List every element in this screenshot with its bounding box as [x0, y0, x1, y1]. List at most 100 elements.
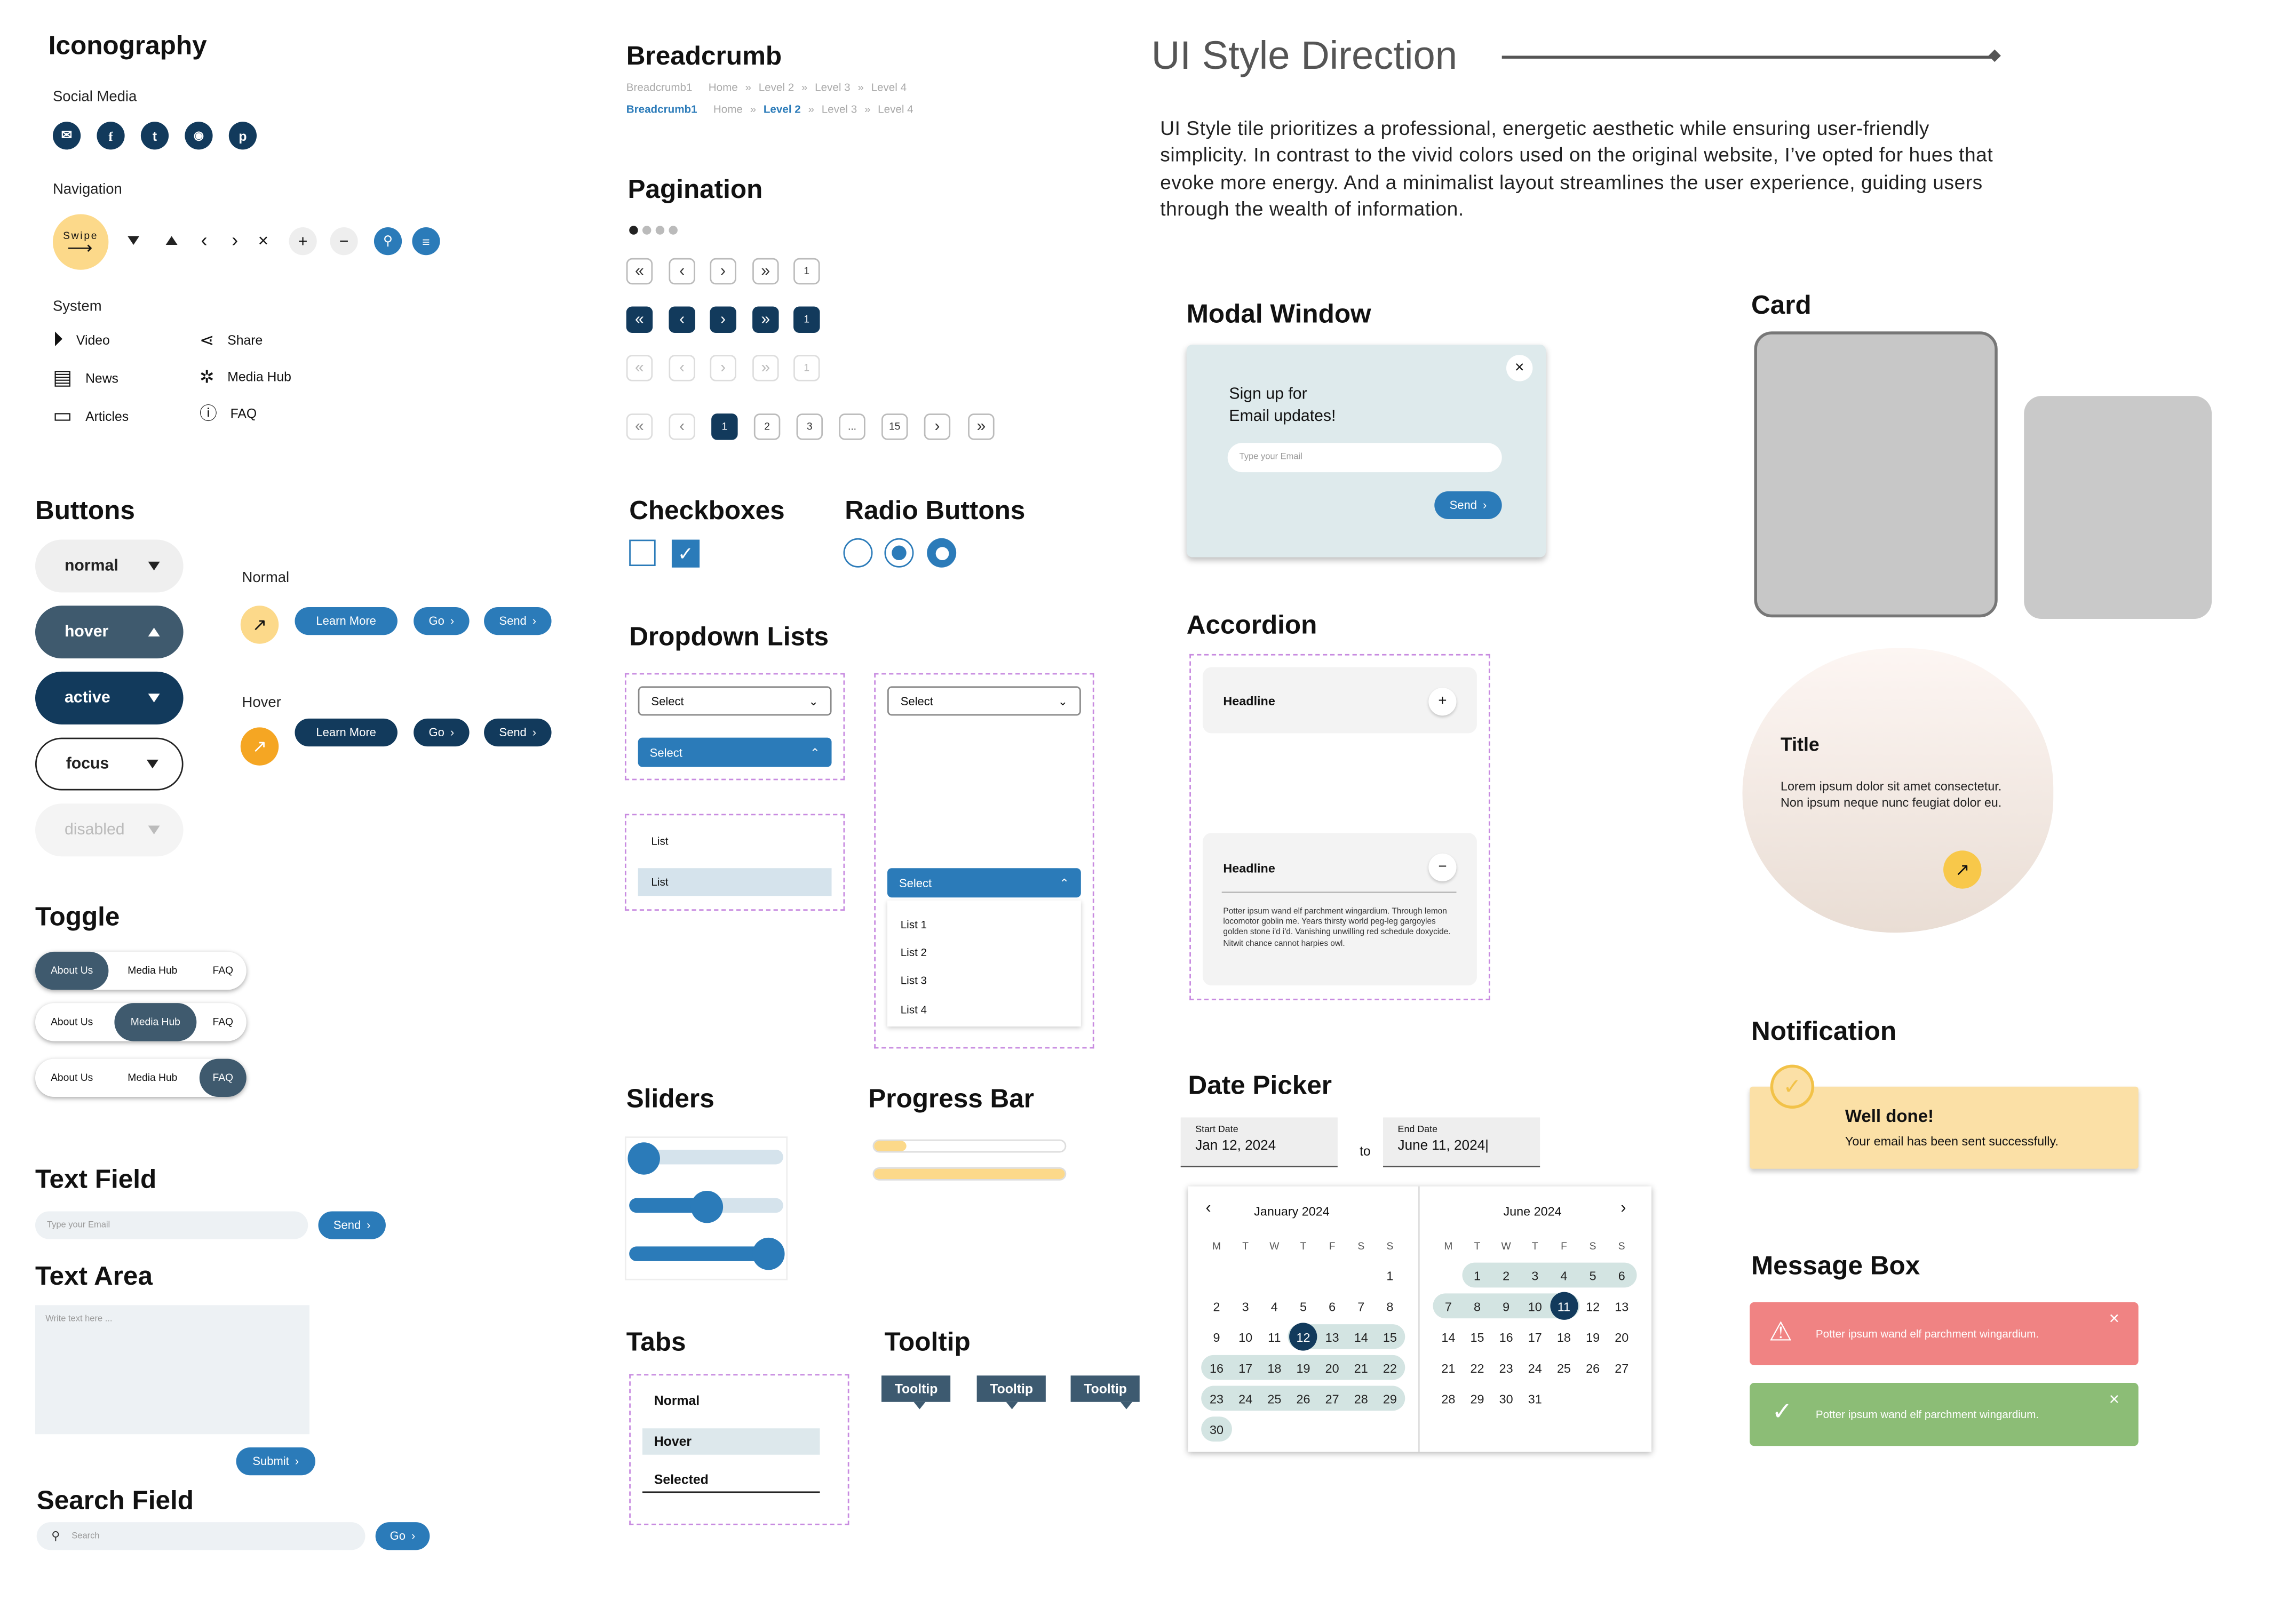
- chevron-left-icon[interactable]: ‹: [201, 228, 208, 251]
- email-field[interactable]: Type your Email: [1227, 443, 1502, 473]
- go-button-hover[interactable]: Go›: [414, 718, 470, 747]
- calendar-day[interactable]: 16: [1499, 1329, 1513, 1344]
- calendar-day[interactable]: 3: [1242, 1298, 1249, 1313]
- calendar-day[interactable]: 30: [1210, 1421, 1224, 1437]
- calendar-day[interactable]: 23: [1499, 1360, 1513, 1375]
- start-date-field[interactable]: Start Date Jan 12, 2024: [1180, 1117, 1338, 1167]
- button-focus[interactable]: focus: [35, 737, 184, 791]
- checkbox-checked[interactable]: ✓: [671, 539, 700, 568]
- swipe-icon[interactable]: Swipe ⟶: [52, 214, 109, 270]
- calendar-day[interactable]: 24: [1528, 1360, 1542, 1375]
- breadcrumb-item[interactable]: Level 4: [871, 81, 907, 94]
- page-number[interactable]: 1: [793, 306, 820, 333]
- caret-down-icon[interactable]: [128, 236, 140, 245]
- toggle-option[interactable]: FAQ: [199, 1058, 247, 1097]
- chevron-right-icon[interactable]: ›: [232, 228, 239, 251]
- send-button[interactable]: Send›: [1434, 491, 1502, 520]
- calendar-day[interactable]: 14: [1441, 1329, 1456, 1344]
- toggle-about[interactable]: About Us Media Hub FAQ: [35, 951, 247, 990]
- calendar-day[interactable]: 4: [1270, 1298, 1278, 1313]
- toggle-option[interactable]: FAQ: [212, 1017, 234, 1028]
- calendar-day[interactable]: 16: [1210, 1360, 1224, 1375]
- calendar-day[interactable]: 30: [1499, 1391, 1513, 1406]
- learn-more-button[interactable]: Learn More: [295, 607, 398, 635]
- calendar-day[interactable]: 28: [1354, 1391, 1368, 1406]
- calendar-day[interactable]: 29: [1470, 1391, 1484, 1406]
- send-button[interactable]: Send›: [318, 1211, 386, 1239]
- plus-icon[interactable]: +: [1428, 688, 1457, 716]
- go-button[interactable]: Go›: [375, 1522, 430, 1550]
- learn-more-button-hover[interactable]: Learn More: [295, 718, 398, 747]
- calendar-day[interactable]: 15: [1470, 1329, 1484, 1344]
- calendar-day[interactable]: 11: [1550, 1292, 1578, 1320]
- system-share[interactable]: ⋖Share: [200, 330, 263, 350]
- toggle-media[interactable]: About Us Media Hub FAQ: [35, 1003, 247, 1041]
- dropdown-option[interactable]: List 1: [900, 918, 927, 932]
- breadcrumb-item[interactable]: Level 3: [815, 81, 851, 94]
- calendar-day[interactable]: 6: [1329, 1298, 1336, 1313]
- next-month-icon[interactable]: ›: [1620, 1199, 1626, 1217]
- toggle-option[interactable]: Media Hub: [128, 966, 178, 976]
- slider-thumb[interactable]: [627, 1142, 660, 1175]
- calendar-day[interactable]: 22: [1383, 1360, 1397, 1375]
- dropdown-option[interactable]: List 2: [900, 945, 927, 959]
- pinterest-icon[interactable]: p: [228, 122, 257, 150]
- close-icon[interactable]: ×: [2109, 1389, 2119, 1410]
- system-video[interactable]: ⏵Video: [53, 327, 110, 352]
- slider-thumb[interactable]: [752, 1237, 785, 1270]
- calendar-day[interactable]: 4: [1560, 1268, 1568, 1283]
- calendar-day[interactable]: 24: [1238, 1391, 1253, 1406]
- dot[interactable]: [669, 226, 678, 235]
- slider-thumb[interactable]: [690, 1190, 722, 1223]
- calendar-day[interactable]: 18: [1556, 1329, 1571, 1344]
- calendar-day[interactable]: 3: [1531, 1268, 1539, 1283]
- end-date-field[interactable]: End Date June 11, 2024|: [1383, 1117, 1540, 1167]
- radio-selected[interactable]: [884, 538, 914, 568]
- prev-page-icon[interactable]: ‹: [669, 258, 695, 285]
- system-news[interactable]: ▤News: [53, 365, 118, 390]
- calendar-day[interactable]: 21: [1354, 1360, 1368, 1375]
- toggle-faq[interactable]: About Us Media Hub FAQ: [35, 1058, 247, 1097]
- breadcrumb-item[interactable]: Breadcrumb1: [626, 81, 693, 94]
- go-button[interactable]: Go›: [414, 607, 470, 635]
- pagination-dots[interactable]: [629, 226, 678, 235]
- calendar-day[interactable]: 28: [1441, 1391, 1456, 1406]
- calendar-day[interactable]: 23: [1210, 1391, 1224, 1406]
- calendar-day[interactable]: 9: [1503, 1298, 1510, 1313]
- breadcrumb-item[interactable]: Level 3: [821, 102, 857, 116]
- calendar-day[interactable]: 22: [1470, 1360, 1484, 1375]
- breadcrumb-item[interactable]: Home: [708, 81, 738, 94]
- calendar-day[interactable]: 7: [1444, 1298, 1452, 1313]
- first-page-icon[interactable]: «: [626, 258, 653, 285]
- page-number[interactable]: 15: [881, 413, 908, 440]
- minus-icon[interactable]: −: [1428, 853, 1457, 881]
- close-icon[interactable]: ×: [258, 230, 269, 251]
- breadcrumb-item[interactable]: Level 2: [763, 102, 801, 116]
- calendar-day[interactable]: 27: [1325, 1391, 1339, 1406]
- calendar-day[interactable]: 7: [1357, 1298, 1365, 1313]
- button-active[interactable]: active: [35, 671, 184, 725]
- dropdown-option[interactable]: List 4: [900, 1003, 927, 1016]
- calendar-day[interactable]: 10: [1238, 1329, 1253, 1344]
- calendar-day[interactable]: 15: [1383, 1329, 1397, 1344]
- tab-normal[interactable]: Normal: [654, 1393, 700, 1408]
- calendar-day[interactable]: 1: [1386, 1268, 1394, 1283]
- calendar-day[interactable]: 26: [1586, 1360, 1600, 1375]
- prev-month-icon[interactable]: ‹: [1205, 1199, 1211, 1217]
- last-page-icon[interactable]: »: [752, 258, 779, 285]
- calendar-day[interactable]: 25: [1556, 1360, 1571, 1375]
- first-page-icon[interactable]: «: [626, 306, 653, 333]
- filter-icon[interactable]: ≡: [412, 227, 440, 256]
- search-input[interactable]: ⚲Search: [36, 1522, 366, 1550]
- dot-active[interactable]: [629, 226, 638, 235]
- radio-unselected[interactable]: [843, 538, 873, 568]
- dot[interactable]: [655, 226, 665, 235]
- calendar-day[interactable]: 21: [1441, 1360, 1456, 1375]
- tab-hover[interactable]: Hover: [642, 1428, 820, 1455]
- caret-up-icon[interactable]: [165, 236, 178, 245]
- button-normal[interactable]: normal: [35, 539, 184, 593]
- calendar-day[interactable]: 18: [1267, 1360, 1282, 1375]
- toggle-option[interactable]: About Us: [51, 1017, 93, 1028]
- first-page-icon[interactable]: «: [626, 413, 653, 440]
